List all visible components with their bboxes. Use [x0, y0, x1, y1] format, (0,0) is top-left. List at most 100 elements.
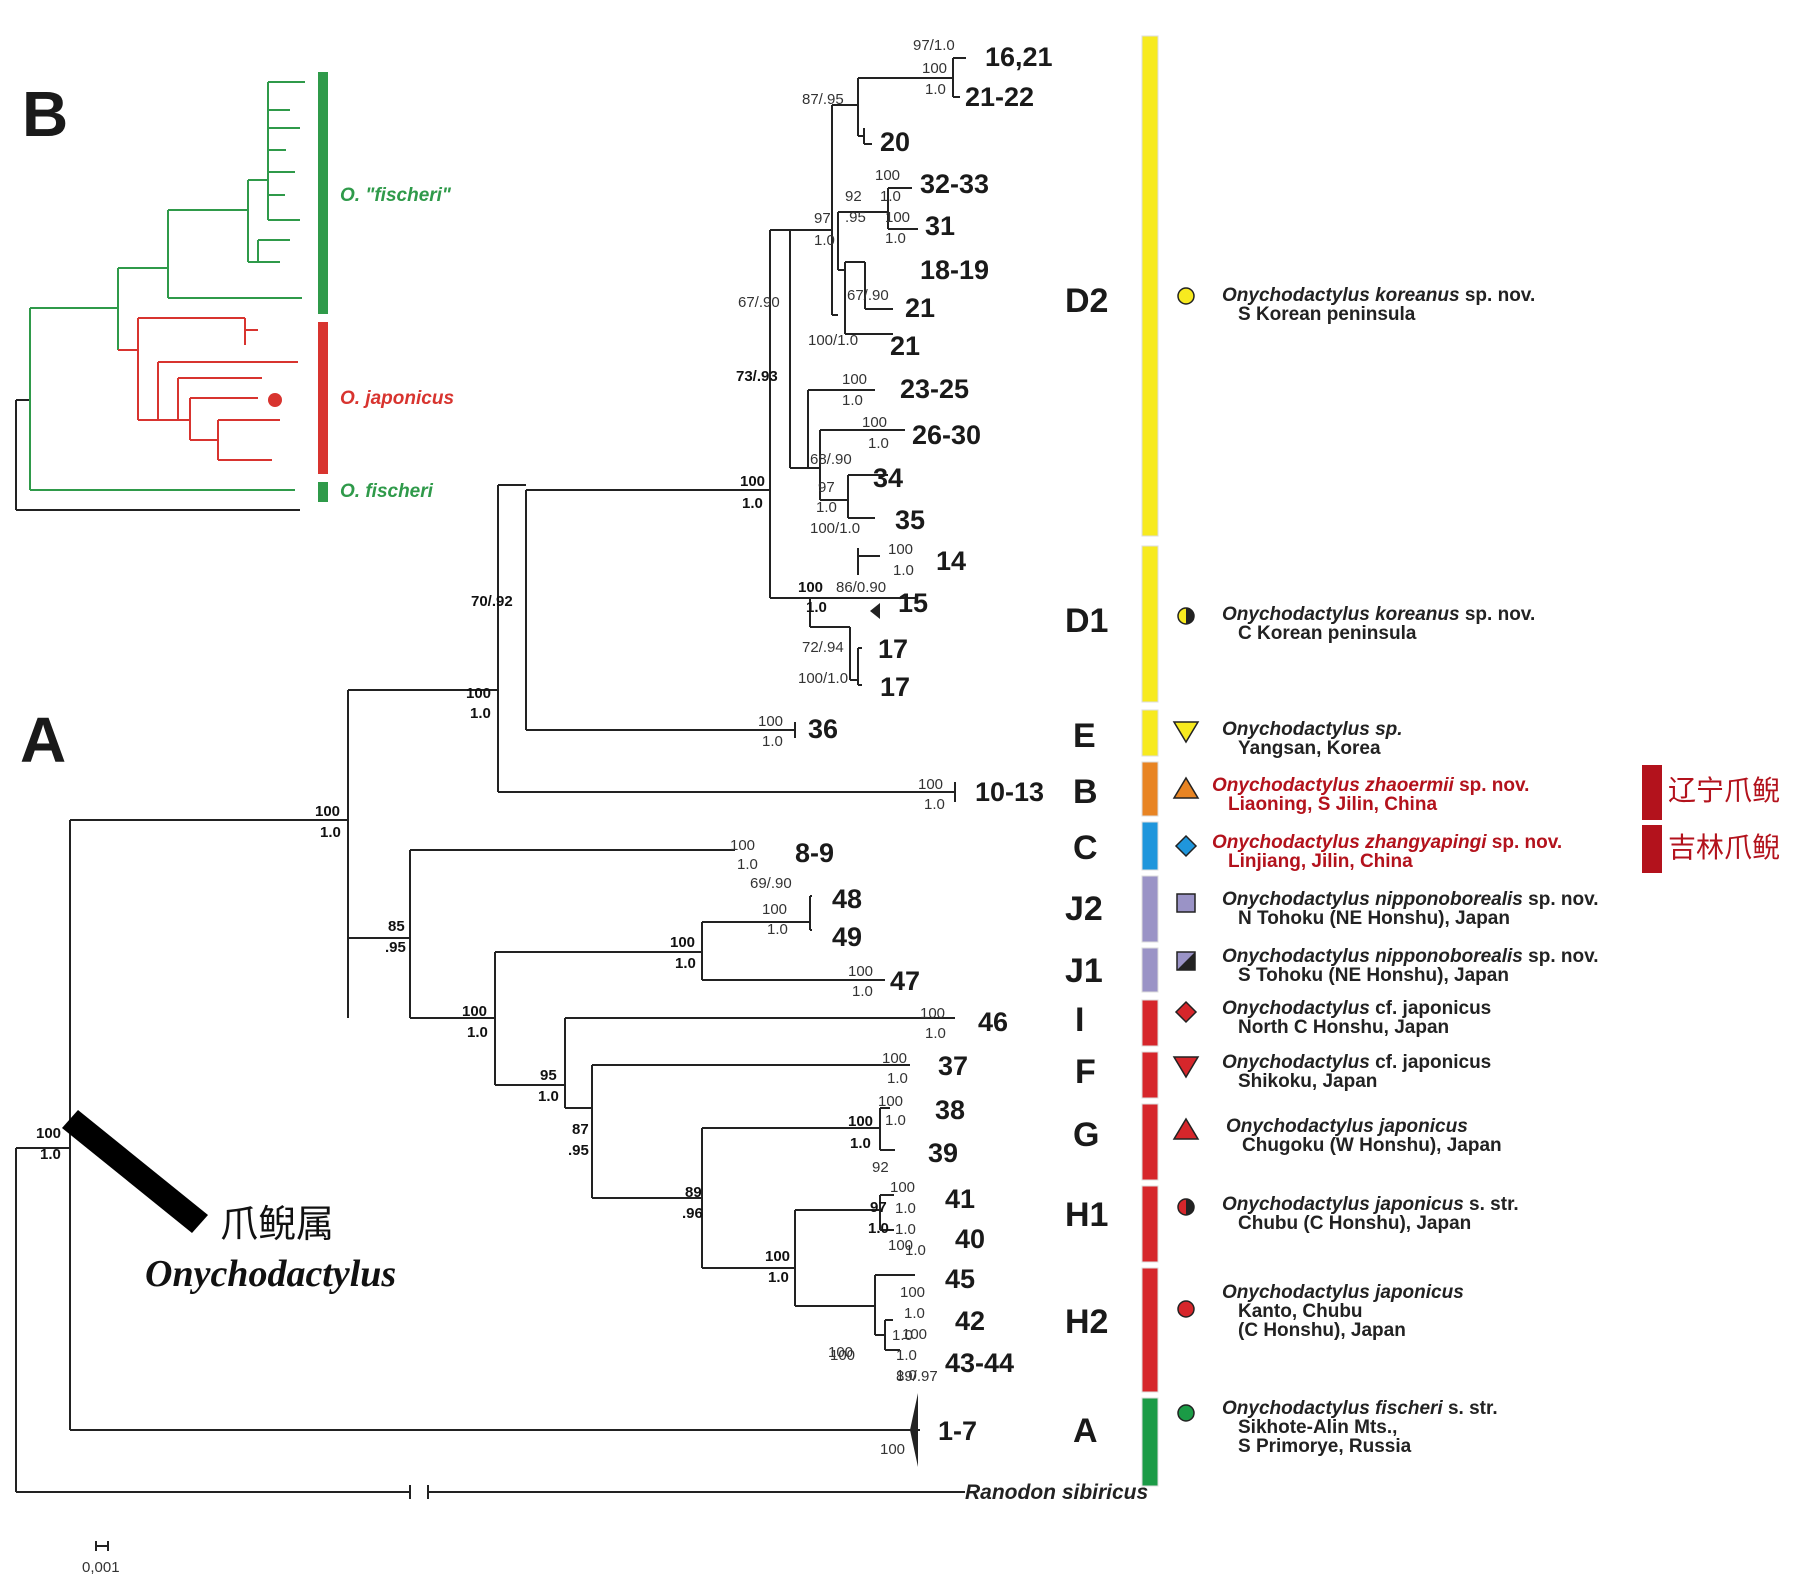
tip-label: 39 — [928, 1138, 959, 1168]
support-value: 89/.97 — [896, 1368, 938, 1385]
tip-label: 16,21 — [985, 42, 1053, 72]
color-bar-f — [1141, 1051, 1159, 1099]
support-value: 70/.92 — [471, 593, 513, 610]
tip-label: 40 — [955, 1224, 986, 1254]
support-value: 100 — [888, 541, 914, 558]
tip-label: 21 — [890, 331, 921, 361]
support-value: 100 — [842, 371, 868, 388]
tip-label: 17 — [878, 634, 909, 664]
collapsed-clade-1-7 — [910, 1393, 918, 1467]
clade-label: J2 — [1065, 890, 1103, 928]
support-value: 97 — [814, 210, 831, 227]
tip-label: 26-30 — [912, 420, 982, 450]
symbol-square-half-lavender — [1176, 951, 1196, 971]
support-value: 100 — [830, 1347, 856, 1364]
clade-color-bars — [1141, 35, 1159, 1487]
color-bar-j2 — [1141, 875, 1159, 943]
clade-label: E — [1073, 717, 1096, 755]
color-bar-b — [1141, 761, 1159, 817]
support-value: 1.0 — [892, 1327, 913, 1344]
support-value: 92 — [872, 1159, 889, 1176]
support-value: 1.0 — [816, 499, 837, 516]
inset-label-fischeri-quoted: O. "fischeri" — [340, 185, 451, 206]
support-value: 100 — [848, 963, 874, 980]
color-bar-i — [1141, 999, 1159, 1047]
support-value: 100/1.0 — [810, 520, 861, 537]
inset-bar-fischeri — [318, 482, 328, 502]
support-value: 1.0 — [895, 1200, 916, 1217]
support-value: 1.0 — [925, 81, 946, 98]
support-value: 87/.95 — [802, 91, 844, 108]
support-value: 1.0 — [896, 1347, 917, 1364]
clade-label: J1 — [1065, 952, 1103, 990]
support-value: 1.0 — [768, 1269, 789, 1286]
support-value: .95 — [845, 209, 866, 226]
support-value: 1.0 — [762, 733, 783, 750]
symbol-circle-red — [1177, 1300, 1195, 1318]
support-value: 100 — [462, 1003, 488, 1020]
inset-bar-japonicus — [318, 322, 328, 474]
symbol-circle-green — [1177, 1404, 1195, 1422]
support-value: 1.0 — [887, 1070, 908, 1087]
color-bar-a — [1141, 1397, 1159, 1487]
support-value: 1.0 — [737, 856, 758, 873]
support-value: 100 — [466, 685, 492, 702]
panel-letter-a: A — [20, 704, 67, 776]
support-value: 1.0 — [885, 230, 906, 247]
clade-label: H1 — [1065, 1196, 1109, 1234]
support-value: 67/.90 — [738, 294, 780, 311]
support-value: 100 — [798, 579, 824, 596]
species-entry-h2: Onychodactylus japonicus Kanto, Chubu (C… — [1222, 1282, 1464, 1341]
symbol-circle-half-yellow — [1177, 607, 1195, 625]
tip-label: 36 — [808, 714, 839, 744]
support-value: 92 — [845, 188, 862, 205]
support-value: 97 — [818, 479, 835, 496]
color-bar-j1 — [1141, 947, 1159, 993]
inset-bar-fischeri-quoted — [318, 72, 328, 314]
support-value: 1.0 — [742, 495, 763, 512]
tip-label: 20 — [880, 127, 911, 157]
support-value: 1.0 — [924, 796, 945, 813]
tip-label: 21 — [905, 293, 936, 323]
species-entry-h1: Onychodactylus japonicus s. str. Chubu (… — [1222, 1194, 1519, 1234]
support-value: 100 — [882, 1050, 908, 1067]
tip-label: 10-13 — [975, 777, 1045, 807]
tip-label: 35 — [895, 505, 926, 535]
support-value: 100 — [890, 1179, 916, 1196]
chinese-name-zhaoermii: 辽宁爪鲵 — [1668, 774, 1781, 807]
color-bar-d2 — [1141, 35, 1159, 537]
support-value: 85 — [388, 918, 405, 935]
clade-label: D2 — [1065, 282, 1109, 320]
clade-label: I — [1075, 1001, 1085, 1039]
clade-label: C — [1073, 829, 1098, 867]
species-entry-j1: Onychodactylus nipponoborealis sp. nov. … — [1222, 946, 1599, 986]
tip-label: 18-19 — [920, 255, 990, 285]
tip-label: 31 — [925, 211, 956, 241]
scale-label: 0,001 — [82, 1559, 120, 1576]
support-value: 100/1.0 — [798, 670, 849, 687]
symbol-diamond-red — [1174, 1000, 1198, 1024]
support-value: 100 — [758, 713, 784, 730]
support-value: 1.0 — [675, 955, 696, 972]
support-value: 100 — [920, 1005, 946, 1022]
symbol-circle-half-red — [1177, 1198, 1195, 1216]
support-value: 100 — [730, 837, 756, 854]
tip-label: 45 — [945, 1264, 976, 1294]
clade-label: F — [1075, 1053, 1096, 1091]
tip-label: 46 — [978, 1007, 1009, 1037]
support-value: 1.0 — [40, 1146, 61, 1163]
symbol-square-lavender — [1176, 893, 1196, 913]
support-value: 97 — [870, 1199, 887, 1216]
support-value: 100 — [315, 803, 341, 820]
support-value: 1.0 — [885, 1112, 906, 1129]
support-value: 1.0 — [467, 1024, 488, 1041]
tip-label: 34 — [873, 463, 904, 493]
support-value: 100 — [828, 1344, 854, 1361]
support-value: 100 — [922, 60, 948, 77]
support-value: 100 — [740, 473, 766, 490]
tip-label: 8-9 — [795, 838, 835, 868]
support-value: 89 — [685, 1184, 702, 1201]
species-entry-j2: Onychodactylus nipponoborealis sp. nov. … — [1222, 889, 1599, 929]
support-value: 97/1.0 — [913, 37, 955, 54]
inset-label-fischeri: O. fischeri — [340, 481, 433, 502]
